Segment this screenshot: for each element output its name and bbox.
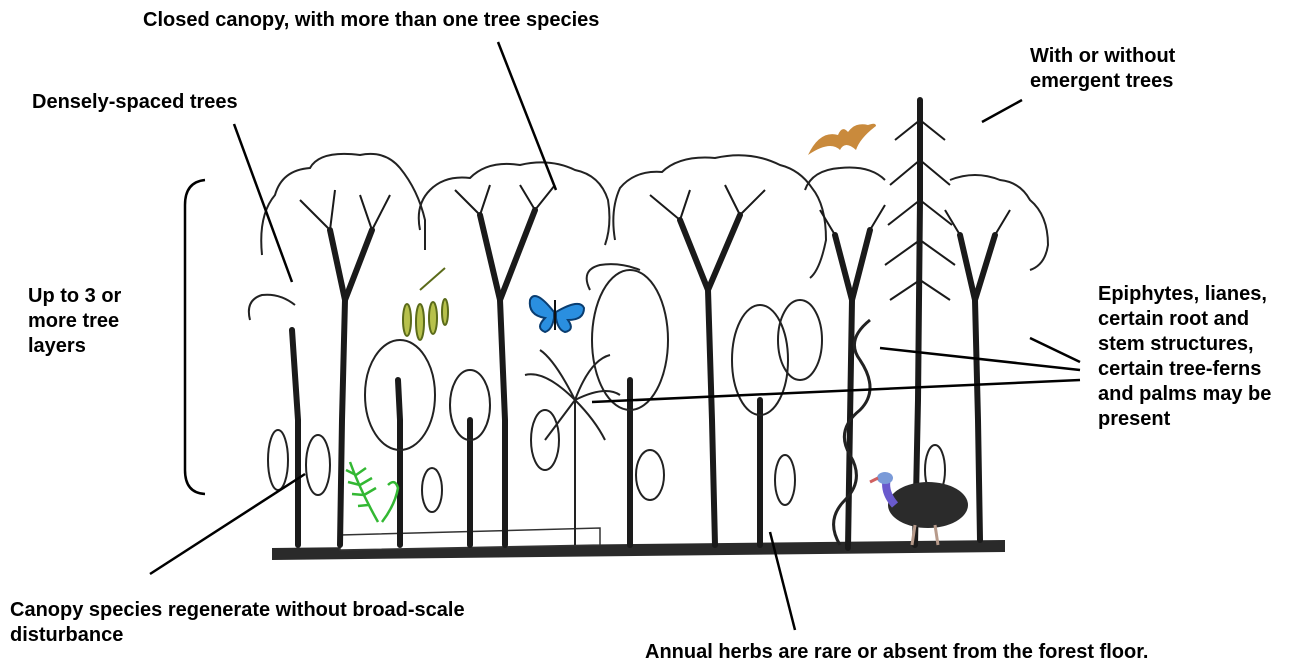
label-regeneration: Canopy species regenerate without broad-… bbox=[10, 598, 465, 648]
pointer-emergent bbox=[982, 100, 1022, 122]
fern-icon bbox=[346, 462, 398, 522]
hanging-plant-icon bbox=[403, 268, 448, 340]
label-emergent-trees: With or without emergent trees bbox=[1030, 44, 1175, 94]
tree-fern bbox=[525, 350, 620, 545]
butterfly-icon bbox=[530, 296, 584, 332]
bat-icon bbox=[808, 124, 876, 155]
label-closed-canopy: Closed canopy, with more than one tree s… bbox=[143, 8, 599, 33]
tree-branches bbox=[300, 120, 1010, 300]
forest-floor bbox=[272, 528, 1005, 560]
label-tree-layers: Up to 3 or more tree layers bbox=[28, 284, 121, 359]
pointer-epi-1 bbox=[1030, 338, 1080, 362]
label-annual-herbs: Annual herbs are rare or absent from the… bbox=[645, 640, 1148, 665]
label-densely-spaced: Densely-spaced trees bbox=[32, 90, 238, 115]
pointer-epi-2 bbox=[880, 348, 1080, 370]
cassowary-icon bbox=[870, 472, 968, 545]
pointer-dense bbox=[234, 124, 292, 282]
pointer-epi-3 bbox=[592, 380, 1080, 402]
pointer-canopy bbox=[498, 42, 556, 190]
layers-bracket bbox=[185, 180, 205, 494]
label-epiphytes: Epiphytes, lianes, certain root and stem… bbox=[1098, 282, 1271, 432]
